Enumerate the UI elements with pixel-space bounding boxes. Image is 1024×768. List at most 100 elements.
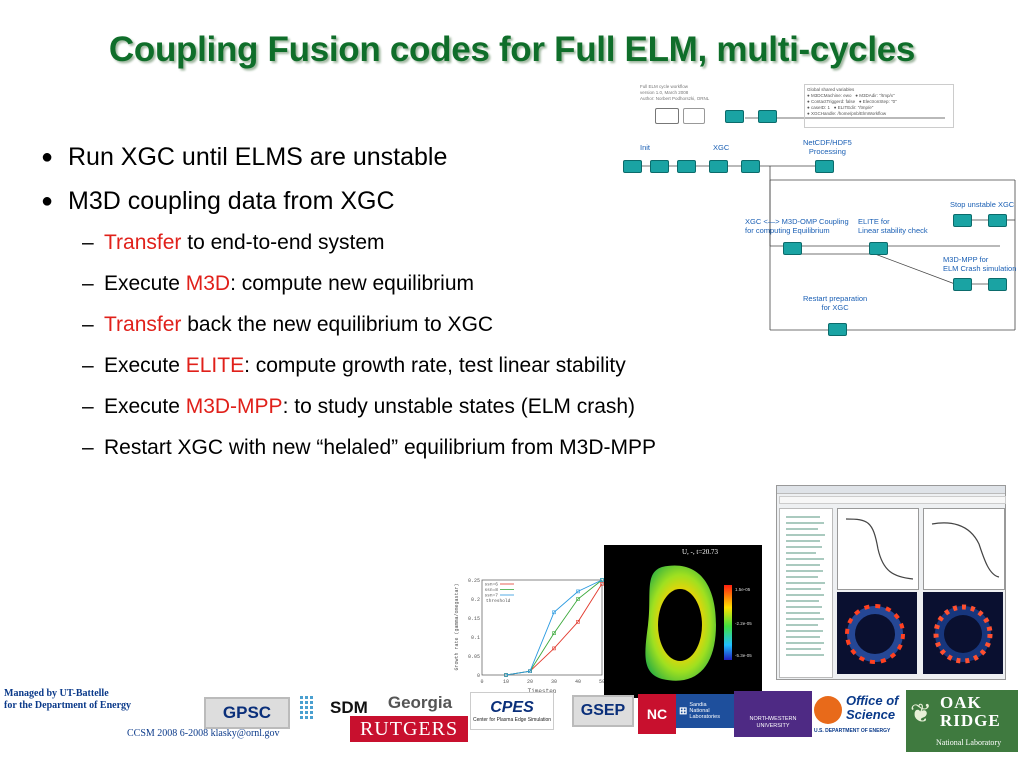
sub-bullet-text: Execute [104,354,186,377]
sub-bullet-item: –Execute M3D-MPP: to study unstable stat… [38,394,683,419]
sub-bullet-item: –Execute M3D: compute new equilibrium [38,271,683,296]
heatmap-image [645,565,732,681]
series-point [552,646,556,651]
sub-bullet-text: Execute [104,395,186,418]
y-tick-label: 0.2 [471,597,480,603]
rutgers-logo: RUTGERS [350,716,468,742]
x-tick-label: 40 [575,679,581,685]
label-stop-xgc: Stop unstable XGC [950,200,1015,209]
managed-by-text: Managed by UT-Battelle for the Departmen… [4,688,132,711]
label-elite: ELITE for Linear stability check [858,217,928,235]
label-netcdf: NetCDF/HDF5 Processing [803,138,852,156]
workflow-node [758,110,777,123]
global-variables: Global shared variables ● M3DCMachine: e… [804,84,954,128]
workflow-node [869,242,888,255]
y-tick-label: 0.15 [468,616,480,622]
sub-bullet-item: –Transfer back the new equilibrium to XG… [38,312,683,337]
sub-bullet-list: –Transfer to end-to-end system–Execute M… [38,230,683,460]
series-point [552,610,556,615]
workflow-node [677,160,696,173]
dash-icon: – [82,272,94,295]
bullet-dot-icon: ● [41,146,54,168]
dash-icon: – [82,436,94,459]
ornl-leaf-icon: ❦ [910,698,932,728]
workflow-node [988,278,1007,291]
gsep-logo: GSEP [572,695,634,727]
series-point [576,597,580,601]
workflow-node [741,160,760,173]
x-tick-label: 10 [503,679,509,685]
sub-bullet-text: : to study unstable states (ELM crash) [282,395,636,418]
highlight-term: Transfer [104,313,182,336]
label-init: Init [640,143,651,152]
slide-title: Coupling Fusion codes for Full ELM, mult… [108,30,916,69]
y-tick-label: 0.05 [468,654,480,660]
heatmap-panel: U, -, t=20.73 1.5e-05 -2.2e-05 -5.3e-05 [604,545,762,698]
highlight-term: M3D [185,272,231,295]
workflow-node [725,110,744,123]
workflow-info: Full ELM cycle workflow version 1.0, Mar… [640,84,710,101]
workflow-node [953,278,972,291]
sub-bullet-text: back the new equilibrium to XGC [181,313,494,336]
bullet-list: ●Run XGC until ELMS are unstable ●M3D co… [38,142,683,476]
legend-label: ssn=7 [484,593,498,599]
colorbar-tick: 1.5e-05 [735,587,751,592]
northwestern-logo: NORTHWESTERN UNIVERSITY [734,691,812,737]
sub-bullet-item: –Transfer to end-to-end system [38,230,683,255]
bullet-item: ●Run XGC until ELMS are unstable [41,143,448,171]
file-tree-panel [779,508,833,678]
doe-emblem-icon [814,696,842,724]
bullet-dot-icon: ● [41,190,54,212]
sub-bullet-text: : compute growth rate, test linear stabi… [244,354,626,377]
label-m3d-mpp: M3D-MPP for ELM Crash simulation [943,255,1017,273]
x-axis-label: Timestep [528,688,557,695]
conference-footer: CCSM 2008 6-2008 klasky@ornl.gov [127,728,280,739]
sub-bullet-text: : compute new equilibrium [230,272,475,295]
series-line [505,579,603,676]
parameter-box [683,108,705,124]
legend-label: ssn=8 [484,587,498,593]
director-icon [655,108,679,124]
colorbar-tick: -2.2e-05 [735,621,752,626]
colorbar-tick: -5.3e-05 [735,653,752,658]
workflow-node [815,160,834,173]
x-tick-label: 30 [551,679,557,685]
x-tick-label: 0 [480,679,483,685]
y-tick-label: 0 [477,673,480,679]
x-tick-label: 20 [527,679,533,685]
sandia-logo: ⊞ Sandia National Laboratories [676,694,734,728]
sub-bullet-item: –Execute ELITE: compute growth rate, tes… [38,353,683,378]
sub-bullet-text: Execute [104,272,186,295]
dash-icon: – [82,395,94,418]
workflow-node [623,160,642,173]
profile-plot-2 [923,508,1005,590]
workflow-node [988,214,1007,227]
label-m3d-omp: XGC <—> M3D-OMP Coupling for computing E… [745,217,849,235]
workflow-node [783,242,802,255]
sub-bullet-item: –Restart XGC with new “helaled” equilibr… [38,435,683,460]
workflow-node [709,160,728,173]
cpes-logo: CPES Center for Plasma Edge Simulation [470,692,554,730]
series-point [552,631,556,636]
ornl-logo: ❦ OAK RIDGE National Laboratory [906,690,1018,752]
dash-icon: – [82,354,94,377]
heatmap-title: U, -, t=20.73 [682,548,719,556]
sandia-mark-icon: ⊞ [679,705,688,717]
sub-bullet-text: to end-to-end system [181,231,385,254]
colorbar [724,585,732,660]
workflow-diagram: Full ELM cycle workflow version 1.0, Mar… [615,80,1021,347]
highlight-term: M3D-MPP [185,395,283,418]
contour-plot-1 [837,592,917,674]
series-point [600,578,604,582]
gpsc-logo: GPSC [204,697,290,729]
workflow-node [650,160,669,173]
highlight-term: ELITE [185,354,245,377]
legend-label: threshold [486,598,511,604]
sub-bullet-text: Restart XGC with new “helaled” equilibri… [104,436,656,459]
series-point [600,582,604,586]
y-axis-label: Growth rate (gamma/omegastar) [454,583,460,670]
label-restart: Restart preparation for XGC [803,294,868,312]
workflow-node [953,214,972,227]
contour-plot-2 [923,592,1003,674]
